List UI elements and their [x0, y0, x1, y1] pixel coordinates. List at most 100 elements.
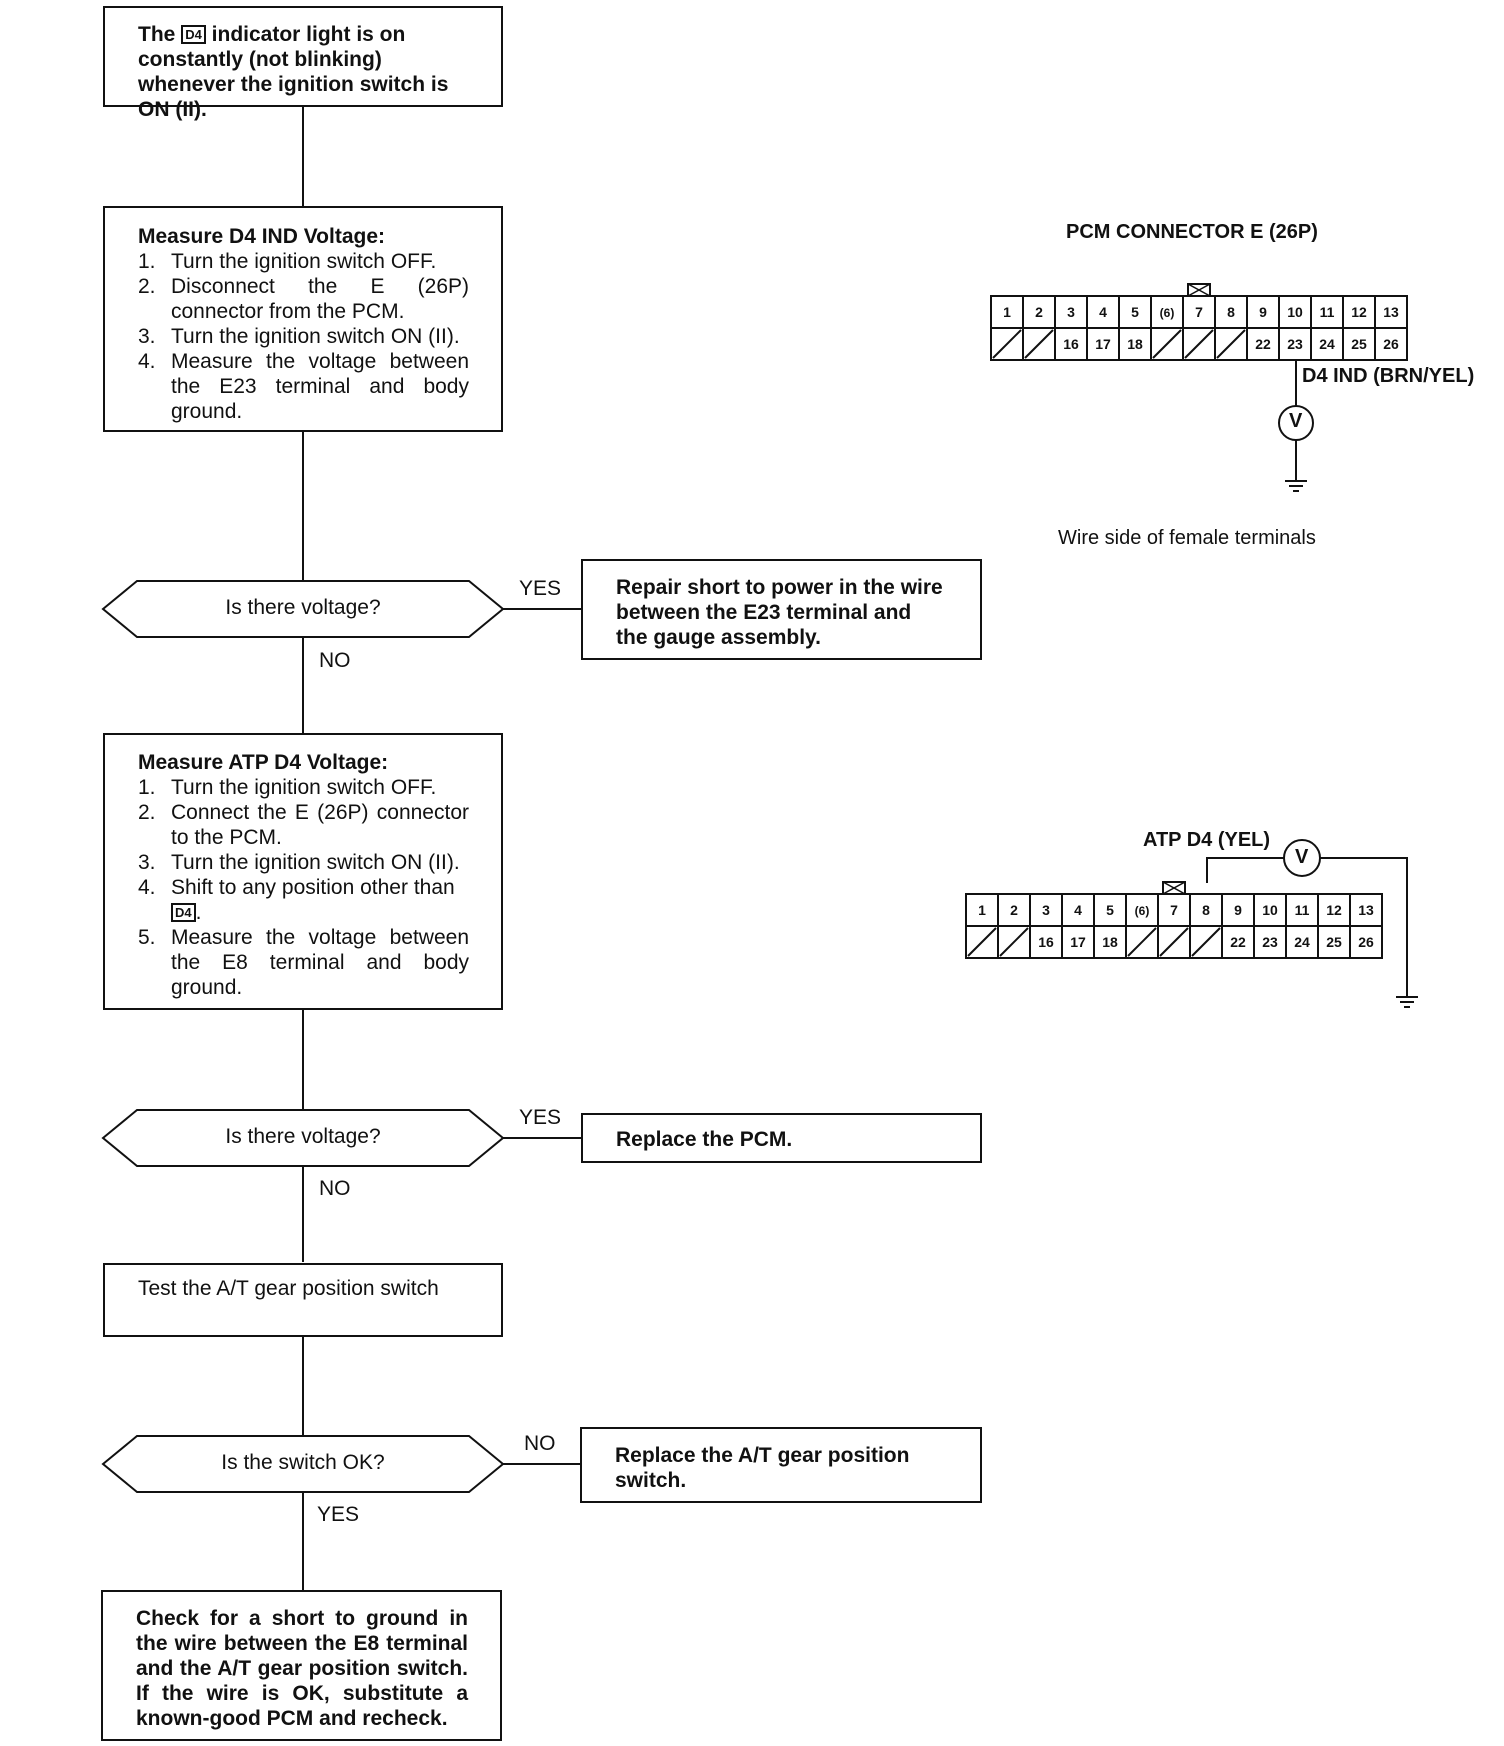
final-check-box: Check for a short to ground in the wire … — [101, 1590, 502, 1741]
start-condition-box: The D4 indicator light is on constantly … — [103, 6, 503, 121]
yes-label: YES — [519, 1106, 562, 1129]
terminal-number: 10 — [1287, 304, 1303, 320]
result-text: Replace the PCM. — [616, 1128, 793, 1151]
step-number: 4. — [138, 876, 156, 899]
terminal-number: 24 — [1319, 336, 1335, 352]
step-list: 1. Turn the ignition switch OFF. 2. Discon… — [138, 249, 469, 424]
step-number: 2. — [138, 275, 156, 298]
repair-short-box: Repair short to power in the wire betwee… — [581, 559, 982, 660]
measure-atp-d4-box: Measure ATP D4 Voltage: 1. Turn the ignit… — [103, 733, 503, 1010]
step-item: 4.Measure the voltage between the E23 te… — [138, 349, 469, 424]
step-text: Test the A/T gear position switch — [138, 1277, 439, 1300]
step-text: Turn the ignition switch OFF. — [171, 776, 437, 799]
connector-cell — [1221, 893, 1255, 927]
connector-cell — [1349, 893, 1383, 927]
connector-cell — [1054, 295, 1088, 329]
terminal-number: 22 — [1255, 336, 1271, 352]
step-number: 5. — [138, 926, 156, 949]
step-item: 1. Turn the ignition switch OFF. — [138, 249, 469, 274]
terminal-number: 10 — [1262, 902, 1278, 918]
step-text: Disconnect the E (26P) connector from th… — [171, 275, 469, 323]
terminal-number: 2 — [1035, 304, 1043, 320]
terminal-number: 3 — [1042, 902, 1050, 918]
step-item: 3. Turn the ignition switch ON (II). — [138, 324, 469, 349]
terminal-number: 5 — [1131, 304, 1139, 320]
step-number: 3. — [138, 325, 156, 348]
result-text: Check for a short to ground in the wire … — [136, 1607, 468, 1730]
step-text: Measure the voltage between the E8 termi… — [171, 926, 469, 999]
terminal-number: 24 — [1294, 934, 1310, 950]
step-text: Turn the ignition switch ON (II). — [171, 325, 460, 348]
connector-cell — [1253, 893, 1287, 927]
test-switch-box: Test the A/T gear position switch — [103, 1263, 503, 1337]
step-item: 1. Turn the ignition switch OFF. — [138, 775, 469, 800]
connector-cell — [1157, 893, 1191, 927]
voltmeter-label: V — [1295, 846, 1309, 868]
terminal-number: 3 — [1067, 304, 1075, 320]
unused-terminal-mark — [1024, 329, 1054, 359]
step-number: 3. — [138, 851, 156, 874]
step-title: Measure D4 IND Voltage: — [138, 225, 386, 248]
connector-cell — [1093, 925, 1127, 959]
d4-indicator-icon: D4 — [181, 25, 206, 44]
terminal-number: 4 — [1074, 902, 1082, 918]
measure-d4-ind-box: Measure D4 IND Voltage: 1. Turn the ignit… — [103, 206, 503, 432]
terminal-number: 25 — [1351, 336, 1367, 352]
connector-cell — [1374, 327, 1408, 361]
terminal-number: 23 — [1287, 336, 1303, 352]
voltmeter-label: V — [1289, 410, 1303, 432]
step-text: Connect the E (26P) connector to the PCM… — [171, 801, 469, 849]
decision-shape — [101, 1109, 505, 1167]
terminal-number: 26 — [1383, 336, 1399, 352]
yes-label: YES — [317, 1503, 360, 1526]
terminal-number: 1 — [1003, 304, 1011, 320]
decision-shape — [101, 580, 505, 638]
result-text: Replace the A/T gear position switch. — [615, 1444, 910, 1492]
step-item: 2. Disconnect the E (26P) connector from … — [138, 274, 469, 324]
terminal-number: 18 — [1102, 934, 1118, 950]
terminal-number: 13 — [1358, 902, 1374, 918]
connector-cell — [1310, 295, 1344, 329]
probe-wire — [1320, 857, 1408, 997]
terminal-number: 17 — [1095, 336, 1111, 352]
step-text: Turn the ignition switch OFF. — [171, 250, 437, 273]
step-item: 5. Measure the voltage between the E8 ter… — [138, 925, 469, 1000]
d4-indicator-icon: D4 — [171, 903, 196, 922]
decision-shape — [101, 1435, 505, 1493]
step-number: 1. — [138, 776, 156, 799]
start-text-pre: The — [138, 23, 176, 46]
terminal-number: 11 — [1320, 304, 1335, 320]
terminal-number: 22 — [1230, 934, 1246, 950]
step-title: Measure ATP D4 Voltage: — [138, 751, 389, 774]
terminal-number: 12 — [1351, 304, 1367, 320]
terminal-number: 18 — [1127, 336, 1143, 352]
connector-cell — [1182, 295, 1216, 329]
replace-switch-box: Replace the A/T gear position switch. — [580, 1427, 982, 1503]
start-text-post: indicator light is on constantly (not bl… — [138, 23, 449, 121]
terminal-number: 13 — [1383, 304, 1399, 320]
connector-cell — [1349, 925, 1383, 959]
unused-terminal-mark — [1152, 329, 1182, 359]
connector-cell — [1054, 327, 1088, 361]
terminal-number: (6) — [1135, 904, 1150, 918]
connector-caption: Wire side of female terminals — [1058, 527, 1316, 549]
terminal-number: 4 — [1099, 304, 1107, 320]
no-label: NO — [319, 649, 351, 672]
unused-terminal-mark — [1184, 329, 1214, 359]
wire-label-atp-d4: ATP D4 (YEL) — [1143, 829, 1271, 851]
step-list: 1. Turn the ignition switch OFF. 2.Connec… — [138, 775, 469, 1000]
step-number: 1. — [138, 250, 156, 273]
connector-cell — [1029, 925, 1063, 959]
step-item: 2.Connect the E (26P) connector to the P… — [138, 800, 469, 850]
decision-voltage-d4: Is there voltage? — [225, 596, 381, 619]
connector-cell — [1278, 327, 1312, 361]
terminal-number: 9 — [1234, 902, 1242, 918]
terminal-number: 26 — [1358, 934, 1374, 950]
terminal-number: 8 — [1202, 902, 1210, 918]
no-label: NO — [524, 1432, 556, 1455]
terminal-number: 16 — [1038, 934, 1054, 950]
step-item: 4.Shift to any position other than D4. — [138, 875, 469, 925]
step-text: Measure the voltage between the E23 term… — [171, 350, 469, 423]
